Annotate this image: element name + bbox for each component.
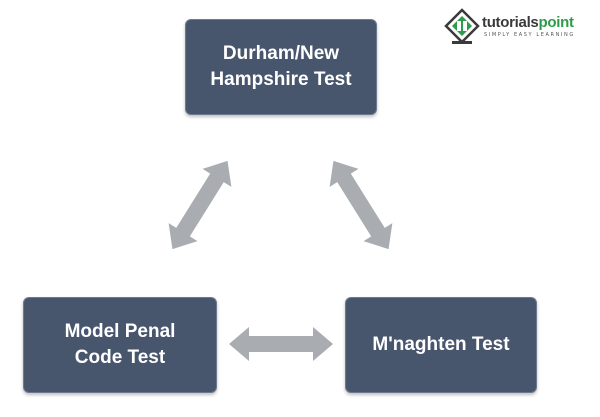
- box-model-penal-code-test: Model Penal Code Test: [23, 297, 217, 393]
- logo-tagline: SIMPLY EASY LEARNING: [484, 32, 575, 38]
- box-left-line2: Code Test: [74, 347, 166, 368]
- arrow-top-left: [168, 160, 232, 250]
- box-top-line1: Durham/New: [222, 43, 340, 64]
- box-durham-new-hampshire-test: Durham/New Hampshire Test: [185, 19, 377, 115]
- logo-word-tutorials: tutorials: [482, 14, 539, 31]
- box-top-line2: Hampshire Test: [210, 69, 352, 90]
- tutorialspoint-logo: tutorialspoint SIMPLY EASY LEARNING: [444, 8, 594, 46]
- logo-word-point: point: [538, 14, 574, 31]
- logo-mark-icon: [444, 8, 480, 44]
- box-mnaghten-test: M'naghten Test: [345, 297, 537, 393]
- logo-wordmark: tutorialspoint: [482, 14, 574, 31]
- box-right-line1: M'naghten Test: [372, 334, 510, 355]
- arrow-top-right: [329, 160, 393, 250]
- arrow-left-right: [229, 327, 333, 361]
- box-left-line1: Model Penal: [64, 321, 176, 342]
